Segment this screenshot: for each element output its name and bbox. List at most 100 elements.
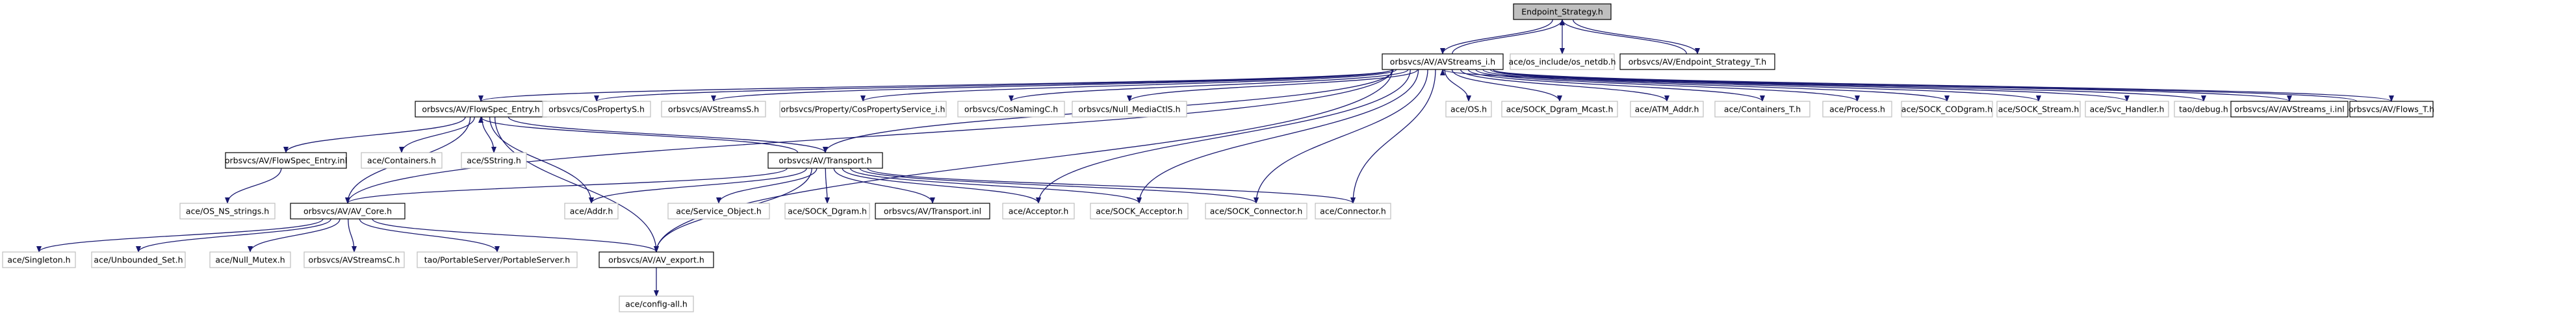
node-label: tao/PortableServer/PortableServer.h [424,255,570,265]
node-box [957,101,1065,118]
node-box [1501,101,1618,118]
edge-avstreams_i_h-to-cosproperty_s_h [594,69,1393,102]
node-endpoint-strategy-h: Endpoint_Strategy.h [1513,3,1612,20]
edge-av_core_h-to-avstreams_c_h [348,218,357,253]
node-cosnaming-c-h[interactable]: orbsvcs/CosNamingC.h [957,101,1065,118]
node-unbounded-set-h[interactable]: ace/Unbounded_Set.h [91,251,186,268]
node-box [1619,53,1775,70]
node-label: orbsvcs/AV/Transport.inl [884,207,981,216]
edge-transport_h-to-connector_h [867,168,1356,204]
node-label: ace/Process.h [1829,105,1885,114]
edge-avstreams_i_h-to-endpoint_strategy_h [1452,19,1565,55]
node-avstreams-i-inl[interactable]: orbsvcs/AV/AVStreams_i.inl [2230,101,2349,118]
node-process-h[interactable]: ace/Process.h [1822,101,1892,118]
node-box [461,152,527,169]
node-label: ace/SOCK_Connector.h [1210,207,1303,216]
node-box [2,251,76,268]
edge-avstreams_i_h-to-sock_acceptor_h [1137,69,1419,204]
node-endpoint-strategy-t-h[interactable]: orbsvcs/AV/Endpoint_Strategy_T.h [1619,53,1775,70]
node-flowspec-entry-h[interactable]: orbsvcs/AV/FlowSpec_Entry.h [415,101,547,118]
edge-endpoint_strategy_t_h-to-endpoint_strategy_h [1560,19,1688,55]
node-transport-h[interactable]: orbsvcs/AV/Transport.h [767,152,883,169]
edge-endpoint_strategy_h-to-avstreams_i_h [1440,19,1553,55]
edge-av_core_h-to-unbounded_set_h [136,218,331,253]
edge-avstreams_i_h-to-sock_dgram_mcast_h [1451,69,1562,102]
node-label: orbsvcs/CosNamingC.h [964,105,1058,114]
node-containers-t-h[interactable]: ace/Containers_T.h [1714,101,1810,118]
node-label: ace/Service_Object.h [676,207,762,216]
node-box [417,251,578,268]
node-sock-acceptor-h[interactable]: ace/SOCK_Acceptor.h [1090,203,1189,220]
node-config-all-h[interactable]: ace/config-all.h [619,296,694,312]
node-box [303,251,405,268]
node-box [1090,203,1189,220]
node-sock-codgram-h[interactable]: ace/SOCK_CODgram.h [1901,101,1993,118]
node-transport-inl[interactable]: orbsvcs/AV/Transport.inl [875,203,990,220]
node-atm-addr-h[interactable]: ace/ATM_Addr.h [1630,101,1704,118]
node-tao-debug-h[interactable]: tao/debug.h [2174,101,2234,118]
node-box [1205,203,1307,220]
node-sock-stream-h[interactable]: ace/SOCK_Stream.h [1996,101,2081,118]
edge-flowspec_entry_inl-to-os_ns_strings_h [225,168,282,204]
node-avstreams-s-h[interactable]: orbsvcs/AVStreamsS.h [661,101,766,118]
node-null-mediactl-s-h[interactable]: orbsvcs/Null_MediaCtlS.h [1072,101,1187,118]
node-label: ace/SOCK_Dgram.h [788,207,867,216]
node-av-export-h[interactable]: orbsvcs/AV/AV_export.h [599,251,714,268]
node-avstreams-c-h[interactable]: orbsvcs/AVStreamsC.h [303,251,405,268]
edge-av_core_h-to-singleton_h [36,218,324,253]
node-label: orbsvcs/AV/FlowSpec_Entry.h [422,105,539,114]
node-box [1002,203,1075,220]
edge-avstreams_i_h-to-atm_addr_h [1460,69,1669,102]
node-sock-dgram-h[interactable]: ace/SOCK_Dgram.h [784,203,870,220]
node-box [784,203,870,220]
dependency-edges [36,19,2394,297]
node-label: orbsvcs/AV/AVStreams_i.h [1390,57,1495,67]
node-singleton-h[interactable]: ace/Singleton.h [2,251,76,268]
node-avstreams-i-h[interactable]: orbsvcs/AV/AVStreams_i.h [1382,53,1504,70]
node-addr-h[interactable]: ace/Addr.h [564,203,619,220]
node-os-ns-strings-h[interactable]: ace/OS_NS_strings.h [179,203,276,220]
node-box [767,152,883,169]
node-null-mutex-h[interactable]: ace/Null_Mutex.h [209,251,291,268]
node-label: ace/SOCK_Stream.h [1998,105,2080,114]
edge-avstreams_i_h-to-av_core_h [345,69,1393,204]
node-flows-t-h[interactable]: orbsvcs/AV/Flows_T.h [2349,101,2434,118]
node-label: orbsvcs/AV/Transport.h [779,156,871,166]
node-box [1510,53,1615,70]
node-containers-h[interactable]: ace/Containers.h [361,152,443,169]
edge-flowspec_entry_h-to-flowspec_entry_inl [283,116,466,153]
node-label: ace/Null_Mutex.h [215,255,285,265]
node-sock-connector-h[interactable]: ace/SOCK_Connector.h [1205,203,1307,220]
edge-avstreams_i_h-to-connector_h [1350,69,1436,204]
node-os-h[interactable]: ace/OS.h [1445,101,1492,118]
node-portableserver-h[interactable]: tao/PortableServer/PortableServer.h [417,251,578,268]
node-box [179,203,276,220]
node-av-core-h[interactable]: orbsvcs/AV/AV_Core.h [290,203,406,220]
node-sstring-h[interactable]: ace/SString.h [461,152,527,169]
node-label: ace/SOCK_CODgram.h [1901,105,1992,114]
edge-transport_h-to-transport_inl [833,168,935,204]
node-label: ace/Unbounded_Set.h [94,255,183,265]
node-connector-h[interactable]: ace/Connector.h [1315,203,1391,220]
node-label: ace/Connector.h [1320,207,1386,216]
node-box [2349,101,2434,118]
node-box [619,296,694,312]
node-cospropertyservice-i-h[interactable]: orbsvcs/Property/CosPropertyService_i.h [779,101,947,118]
node-service-object-h[interactable]: ace/Service_Object.h [667,203,770,220]
edge-endpoint_strategy_h-to-endpoint_strategy_t_h [1572,19,1700,55]
node-os-netdb-h[interactable]: ace/os_include/os_netdb.h [1508,53,1616,70]
node-label: ace/SString.h [467,156,521,166]
node-flowspec-entry-inl[interactable]: orbsvcs/AV/FlowSpec_Entry.inl [225,152,347,169]
node-svc-handler-h[interactable]: ace/Svc_Handler.h [2085,101,2169,118]
file-nodes: Endpoint_Strategy.h orbsvcs/AV/AVStreams_… [2,3,2434,312]
node-sock-dgram-mcast-h[interactable]: ace/SOCK_Dgram_Mcast.h [1501,101,1618,118]
node-acceptor-h[interactable]: ace/Acceptor.h [1002,203,1075,220]
node-box [542,101,651,118]
node-cosproperty-s-h[interactable]: orbsvcs/CosPropertyS.h [542,101,651,118]
node-box [1714,101,1810,118]
node-label: Endpoint_Strategy.h [1521,7,1603,17]
edge-flowspec_entry_h-to-containers_h [399,116,475,153]
edge-transport_h-to-sock_connector_h [859,168,1259,204]
edge-avstreams_i_h-to-sock_stream_h [1489,69,2041,102]
node-box [779,101,947,118]
